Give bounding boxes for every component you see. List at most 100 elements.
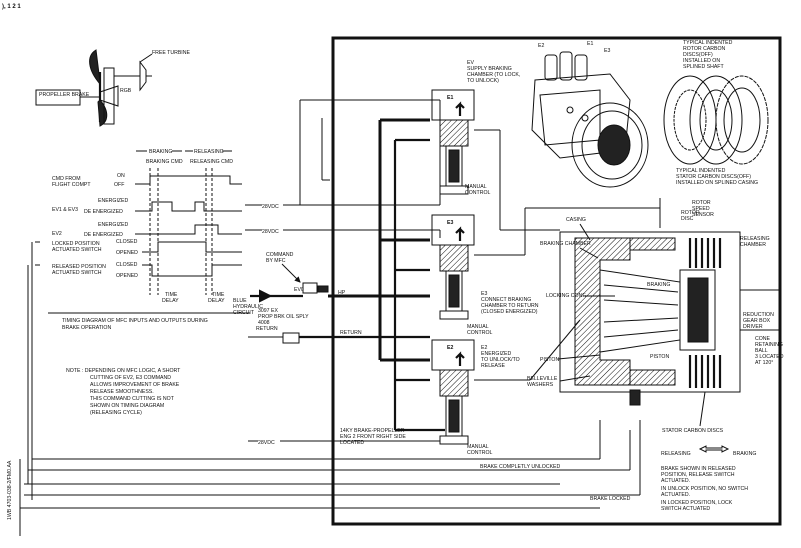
- e3-desc-4: (CLOSED ENERGIZED): [481, 309, 538, 315]
- reduction-gearbox-label-3: DRIVER: [743, 324, 763, 330]
- valve-column: E1 MANUAL CONTROL EV SUPPLY BRAKING CHAM…: [340, 60, 539, 456]
- stator-disc-caption: TYPICAL INDENTED: [676, 168, 726, 174]
- belleville-label: BELLEVILLE: [527, 376, 558, 382]
- ev2-label: EV2: [52, 231, 62, 237]
- timing-releasing-cmd: RELEASING CMD: [190, 159, 233, 165]
- command-by-mfc: COMMAND: [266, 252, 294, 258]
- command-by-mfc-2: BY MFC: [266, 258, 286, 264]
- e3-desc-1: E3: [481, 291, 487, 297]
- free-turbine-icon: [139, 60, 147, 92]
- rotor-disc-caption-3: DISCS(OFF): [683, 52, 713, 58]
- timing-caption-2: BRAKE OPERATION: [62, 325, 111, 331]
- location-2: ENG 2 FRONT RIGHT SIDE: [340, 434, 406, 440]
- supply-line-2: PROP BRK OIL SPLY: [258, 314, 309, 320]
- disc-pack: [688, 238, 722, 388]
- voltage-3: 28VDC: [258, 440, 275, 446]
- return-filter: [282, 332, 300, 344]
- ev0-valve: [302, 282, 318, 294]
- note-line-7: (RELEASING CYCLE): [90, 410, 142, 416]
- manual-control-1: MANUAL: [465, 184, 487, 190]
- manual-control-2b: CONTROL: [467, 330, 492, 336]
- closed-label-2: CLOSED: [116, 262, 138, 268]
- rotor-speed-sensor-2: SPEED: [692, 206, 710, 212]
- opened-label-2: OPENED: [116, 273, 138, 279]
- supply-line-1: 3097 EX: [258, 308, 278, 314]
- note-line-4: RELEASE SMOOTHNESS.: [90, 389, 154, 395]
- free-turbine-label: FREE TURBINE: [152, 50, 190, 56]
- return-label-2: RETURN: [340, 330, 362, 336]
- propeller-blade-icon: [89, 49, 101, 86]
- e1-desc-3: CHAMBER (TO LOCK,: [467, 72, 520, 78]
- e1-flow-arrow-icon: [455, 101, 465, 116]
- releasing-chamber-label-2: CHAMBER: [740, 242, 766, 248]
- rgb-label: RGB: [120, 88, 132, 94]
- ev0-label: EV0: [294, 287, 304, 293]
- rotor-disc-caption-5: SPLINED SHAFT: [683, 64, 724, 70]
- braking-chamber-label: BRAKING CHAMBER: [540, 241, 591, 247]
- piston-label: PISTON: [540, 357, 559, 363]
- legend-line-5: ACTUATED.: [661, 492, 690, 498]
- hydraulic-supply: COMMAND BY MFC EV0 BLUE HYDRAULIC CIRCUI…: [233, 252, 430, 344]
- disc-illustrations: TYPICAL INDENTED ROTOR CARBON DISCS(OFF)…: [663, 40, 769, 186]
- e2-desc-2: ENERGIZED: [481, 351, 512, 357]
- brake-unlocked-signal: BRAKE COMPLETLY UNLOCKED: [480, 464, 560, 470]
- blue-circuit: BLUE: [233, 298, 247, 304]
- note-block: NOTE : DEPENDING ON MFC LOGIC, A SHORT C…: [66, 368, 181, 416]
- note-line-3: ALLOWS IMPROVEMENT OF BRAKE: [90, 382, 180, 388]
- rotor-disc-caption: TYPICAL INDENTED: [683, 40, 733, 46]
- timing-braking-header: BRAKING: [149, 149, 172, 155]
- timing-diagram: BRAKING RELEASING BRAKING CMD RELEASING …: [48, 149, 250, 331]
- brake-pipes: [474, 129, 661, 381]
- cone-retaining-ball: CONE: [755, 336, 771, 342]
- manual-control-3b: CONTROL: [467, 450, 492, 456]
- rotor-disc-caption-4: INSTALLED ON: [683, 58, 720, 64]
- released-position-label-2: ACTUATED SWITCH: [52, 270, 102, 276]
- rotor-speed-sensor-3: SENSOR: [692, 212, 714, 218]
- blue-circuit-3: CIRCUIT: [233, 310, 255, 316]
- stator-disc-caption-3: INSTALLED ON SPLINED CASING: [676, 180, 758, 186]
- cone-retaining-ball-5: AT 120°: [755, 360, 773, 366]
- legend-line-4: IN UNLOCK POSITION, NO SWITCH: [661, 486, 748, 492]
- unit-e2: E2: [538, 43, 544, 49]
- note-line-6: SHOWN ON TIMING DIAGRAM: [90, 403, 164, 409]
- de-energized-label-2: DE ENERGIZED: [84, 232, 123, 238]
- timing-braking-cmd: BRAKING CMD: [146, 159, 183, 165]
- e3-desc-3: CHAMBER TO RETURN: [481, 303, 539, 309]
- brake-locked-signal: BRAKE LOCKED: [590, 496, 631, 502]
- return-label-1: RETURN: [256, 326, 278, 332]
- energized-label-2: ENERGIZED: [98, 222, 129, 228]
- ev1-ev3-label: EV1 & EV3: [52, 207, 78, 213]
- rotor-disc-label: ROTOR: [681, 210, 700, 216]
- manual-control-3: MANUAL: [467, 444, 489, 450]
- de-energized-label-1: DE ENERGIZED: [84, 209, 123, 215]
- casing-label: CASING: [566, 217, 586, 223]
- propulsion-sketch: PROPELLER BRAKE RGB FREE TURBINE: [35, 49, 190, 127]
- brake-housing: [574, 237, 631, 386]
- unit-e1: E1: [587, 41, 593, 47]
- time-delay-2: TIME: [212, 292, 225, 298]
- valve-block-illustration: E2 E1 E3: [531, 41, 649, 188]
- reduction-gearbox-label: REDUCTION: [743, 312, 774, 318]
- figure-label: ), 1 2 1: [2, 4, 21, 10]
- cone-retaining-ball-3: BALL: [755, 348, 768, 354]
- cone-retaining-ball-2: RETAINING: [755, 342, 783, 348]
- component-frame: [331, 36, 782, 526]
- note-line-5: THIS COMMAND CUTTING IS NOT: [90, 396, 175, 402]
- propeller-blade-icon: [97, 99, 108, 127]
- legend-line-3: ACTUATED.: [661, 478, 690, 484]
- e2-flow-arrow-icon: [455, 351, 465, 366]
- closed-label-1: CLOSED: [116, 239, 138, 245]
- released-position-label: RELEASED POSITION: [52, 264, 106, 270]
- wiring: 28VDC 28VDC 28VDC BRAKE COMPLETLY UNLOCK…: [19, 99, 641, 536]
- reduction-gearbox-label-2: GEAR BOX: [743, 318, 771, 324]
- location-1: 14KY BRAKE-PROPELLER: [340, 428, 405, 434]
- voltage-2: 28VDC: [262, 229, 279, 235]
- voltage-1: 28VDC: [262, 204, 279, 210]
- releasing-chamber-label: RELEASING: [740, 236, 770, 242]
- legend-line-6: IN LOCKED POSITION, LOCK: [661, 500, 733, 506]
- stator-disc-caption-2: STATOR CARBON DISCS(OFF): [676, 174, 751, 180]
- e1-tag: E1: [447, 95, 453, 101]
- double-arrow-icon: [698, 445, 730, 453]
- stator-discs-label: STATOR CARBON DISCS: [662, 428, 724, 434]
- piston-inner-label: PISTON: [650, 354, 669, 360]
